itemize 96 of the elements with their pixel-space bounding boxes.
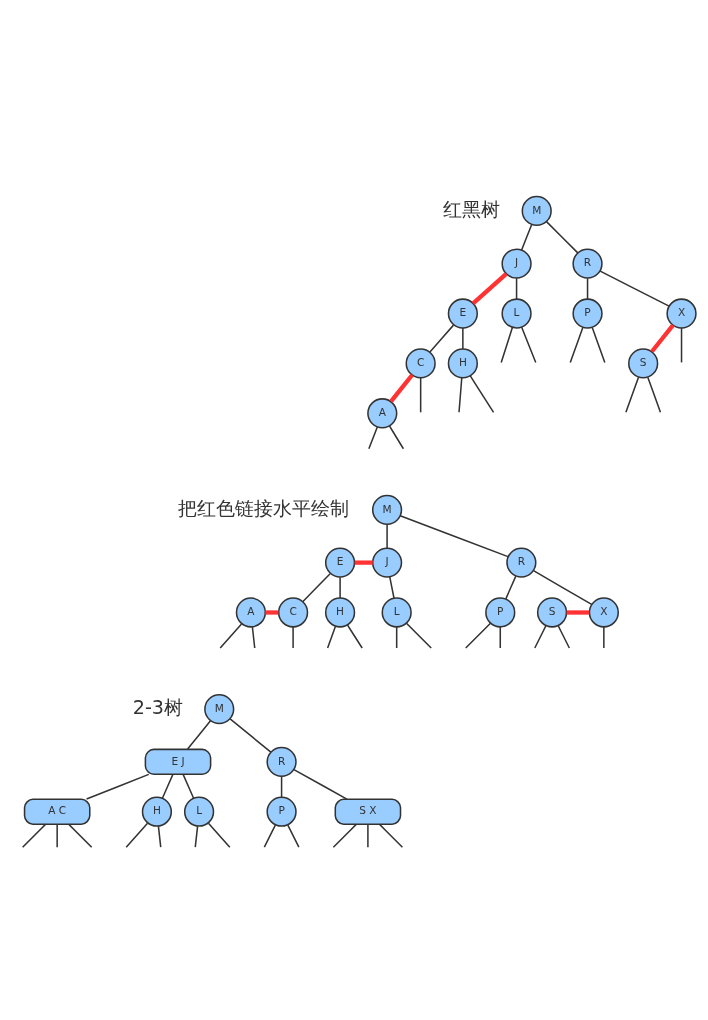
node-circle: E [447,298,478,329]
node-circle: J [371,547,403,578]
node-circle: L [183,796,215,827]
node-box: A C [23,798,91,825]
node-circle: J [501,248,532,279]
connector [280,775,283,799]
node-circle: X [666,298,697,329]
connector [625,376,640,414]
connector [505,575,517,600]
label: 红黑树 [442,197,500,221]
connector [207,822,231,848]
connector [251,626,256,649]
node-circle: X [588,597,619,628]
connector [599,270,670,307]
connector [367,823,369,848]
node-circle: A [367,398,398,429]
connector [419,377,422,414]
node-box: E J [144,748,212,776]
label: 2-3树 [132,695,184,719]
connector [194,825,199,848]
connector [458,377,463,414]
connector [680,327,683,364]
connector [368,426,379,450]
connector [389,576,395,599]
node-circle: L [501,298,532,329]
connector [293,768,348,800]
connector [520,326,537,364]
connector [462,327,464,350]
connector [332,823,357,848]
node-circle: P [572,298,603,329]
connector [499,626,502,649]
connector [650,323,675,353]
connector [21,823,47,848]
connector [388,425,405,450]
connector [157,825,162,848]
connector [545,220,579,254]
connector [287,824,300,848]
node-circle: E [324,547,356,578]
connector [399,515,509,558]
connector [566,610,590,615]
connector [346,624,363,649]
connector [532,569,593,606]
node-circle: H [447,348,478,379]
connector [520,223,533,251]
node-circle: C [405,348,436,379]
node-circle: P [266,796,297,827]
connector [534,625,547,649]
connector [182,773,195,799]
node-circle: M [521,195,552,227]
connector [586,277,589,300]
node-circle: P [485,597,516,628]
connector [557,625,571,649]
connector [471,272,508,305]
node-circle: M [371,494,403,525]
node-circle: R [266,746,297,777]
connector [354,560,373,565]
connector [386,523,388,549]
connector [56,823,58,848]
node-circle: R [506,547,537,578]
connector [68,823,93,848]
connector [395,626,398,649]
connector [647,376,662,414]
connector [339,576,341,599]
connector [125,822,149,848]
connector [464,622,492,649]
connector [603,626,605,649]
node-circle: M [204,693,235,725]
connector [326,625,337,649]
node-circle: H [324,597,356,628]
connector [569,326,584,364]
node-circle: C [277,597,309,628]
connector [161,773,174,799]
connector [85,773,150,800]
connector [292,626,294,649]
connector [500,326,514,364]
node-circle: R [572,248,603,279]
connector [219,623,243,649]
label: 把红色链接水平绘制 [177,496,349,520]
connector [263,824,277,848]
connector [229,718,272,753]
connector [428,324,455,353]
connector [186,720,212,750]
connector [591,326,606,364]
node-circle: L [381,597,412,628]
connector [469,375,495,414]
connector [301,572,331,603]
node-circle: S [628,348,659,379]
connector [265,610,279,615]
node-circle: H [141,796,173,827]
node-circle: A [235,597,267,628]
node-circle: S [536,597,568,628]
connector [378,823,404,848]
node-box: S X [334,798,402,825]
connector [515,277,518,300]
connector [389,373,414,403]
connector [405,622,432,649]
